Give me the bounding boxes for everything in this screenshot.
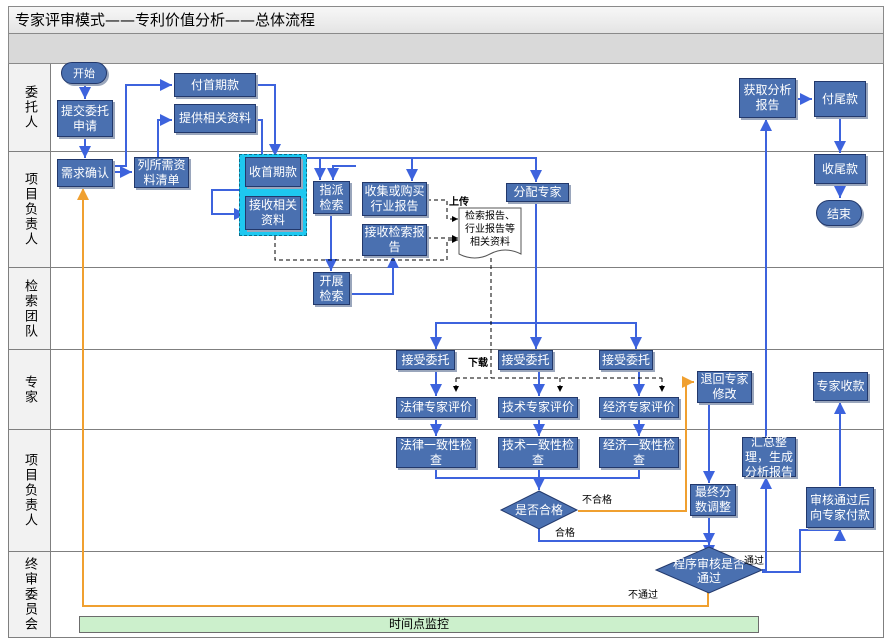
pay-expert-box: 审核通过后向专家付款 [806,487,874,528]
passed-label: 通过 [744,556,764,567]
receive-docs-box: 接收相关资料 [245,196,301,230]
time-monitor-bar: 时间点监控 [79,616,759,633]
submit-request-box: 提交委托申请 [57,100,113,137]
lane-label-final-committee: 终审委员会 [9,552,51,637]
pass-decision-diamond [499,490,579,530]
doc-bundle-shape [458,207,522,259]
ok-label: 合格 [553,524,577,539]
fail-label: 不合格 [582,495,612,506]
list-docs-box: 列所需资料清单 [134,157,189,188]
lane-expert: 专家 [8,350,884,430]
lane-project-lead-2: 项目负责人 [8,430,884,552]
pay-first-box: 付首期款 [174,73,256,97]
accept-task-tech: 接受委托 [498,350,553,370]
review-decision-diamond [654,546,764,594]
lane-label-project-lead-1: 项目负责人 [9,152,51,267]
tech-eval-box: 技术专家评价 [498,397,578,418]
end-node: 结束 [816,200,862,226]
return-expert-box: 退回专家修改 [697,371,752,403]
lane-label-expert: 专家 [9,350,51,429]
receive-first-box: 收首期款 [245,157,301,187]
receive-search-box: 接收检索报告 [362,224,427,256]
provide-docs-box: 提供相关资料 [174,104,256,133]
pay-final-box: 付尾款 [814,81,866,117]
econ-eval-box: 经济专家评价 [599,397,679,418]
orange-flow-arrows [77,188,709,607]
upload-label: 上传 [449,197,469,208]
lane-project-lead-1: 项目负责人 [8,152,884,268]
collect-reports-box: 收集或购买行业报告 [362,182,427,216]
final-adjust-box: 最终分数调整 [690,484,736,516]
dashed-doc-arrows [274,199,665,392]
needs-confirm-box: 需求确认 [57,159,113,187]
accept-task-legal: 接受委托 [396,350,455,370]
start-node: 开始 [61,62,107,84]
lane-label-client: 委托人 [9,64,51,151]
review-decision-label: 程序审核是否通过 [672,557,745,585]
tech-check-box: 技术一致性检查 [498,437,578,468]
lane-label-search-team: 检索团队 [9,268,51,349]
receive-final-box: 收尾款 [814,154,866,184]
header-strip [8,34,884,64]
econ-check-box: 经济一致性检查 [599,437,679,468]
download-label: 下载 [468,358,488,369]
pass-decision-label: 是否合格 [514,503,563,517]
not-passed-label: 不通过 [626,586,660,601]
expert-paid-box: 专家收款 [813,372,868,401]
legal-eval-box: 法律专家评价 [396,397,476,418]
lane-search-team: 检索团队 [8,268,884,350]
diagram-title: 专家评审模式——专利价值分析——总体流程 [8,6,884,34]
do-search-box: 开展检索 [313,272,350,305]
accept-task-econ: 接受委托 [599,350,653,370]
assign-expert-box: 分配专家 [506,183,569,202]
lane-client: 委托人 [8,64,884,152]
doc-bundle-text: 检索报告、行业报告等相关资料 [465,210,515,248]
legal-check-box: 法律一致性检查 [396,437,476,468]
assign-search-box: 指派检索 [313,181,350,214]
lane-label-project-lead-2: 项目负责人 [9,430,51,551]
get-report-box: 获取分析报告 [739,78,796,118]
summary-report-box: 汇总整理，生成分析报告 [742,435,796,479]
lane-final-committee: 终审委员会 [8,552,884,638]
